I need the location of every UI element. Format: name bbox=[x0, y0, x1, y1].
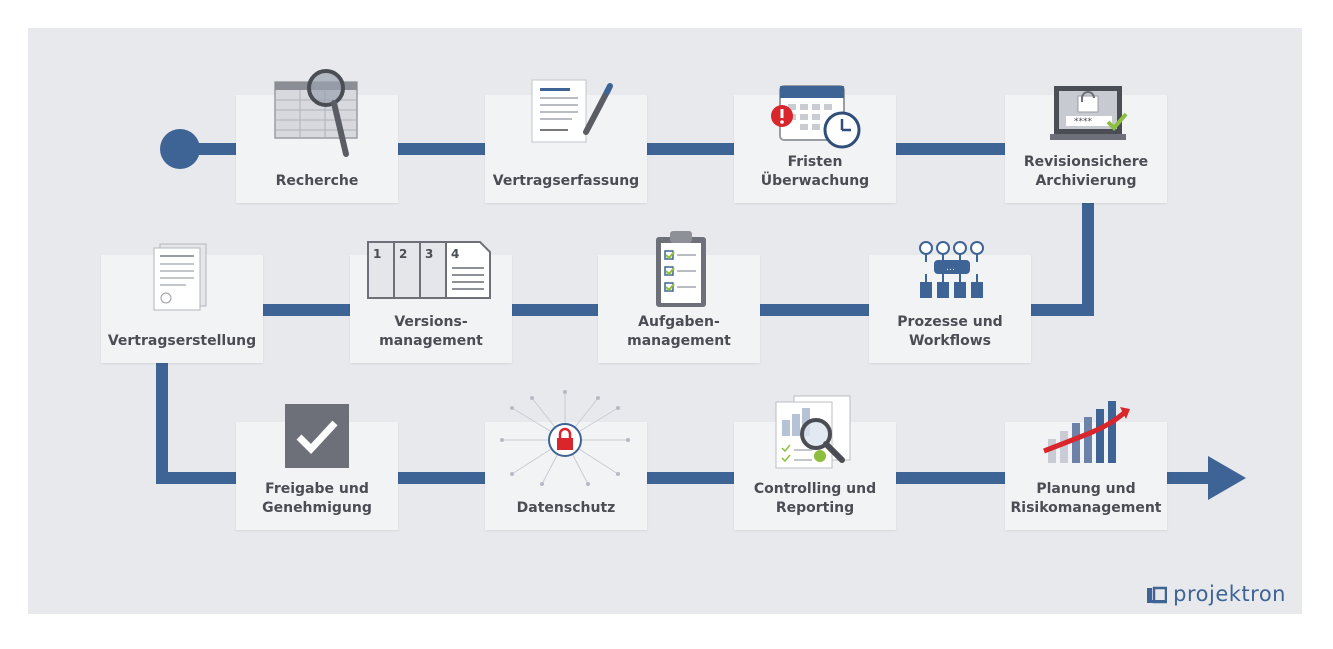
step-label: Datenschutz bbox=[516, 500, 616, 516]
document-pen-icon bbox=[531, 79, 613, 143]
workflow-network-icon: … bbox=[919, 241, 984, 298]
step-label: Prozesse und Workflows bbox=[897, 314, 1003, 349]
projektron-logo-icon bbox=[1147, 586, 1168, 604]
step-label: Aufgaben- management bbox=[627, 314, 731, 349]
step-label: Planung und Risikomanagement bbox=[1010, 481, 1162, 516]
circuit-lock-icon bbox=[500, 390, 630, 486]
svg-text:…: … bbox=[946, 263, 955, 273]
svg-text:3: 3 bbox=[425, 247, 433, 261]
svg-text:1: 1 bbox=[373, 247, 381, 261]
calendar-clock-icon bbox=[771, 85, 861, 149]
step-label: Versions- management bbox=[379, 314, 483, 349]
step-label: Recherche bbox=[275, 173, 359, 189]
step-label: Fristen Überwachung bbox=[760, 154, 870, 189]
svg-text:4: 4 bbox=[451, 247, 459, 261]
step-label: Vertragserfassung bbox=[492, 173, 640, 189]
step-label: Freigabe und Genehmigung bbox=[262, 481, 372, 516]
step-label: Vertragserstellung bbox=[107, 333, 257, 349]
start-dot bbox=[160, 129, 200, 169]
brand-logo: projektron bbox=[1147, 582, 1286, 606]
numbered-documents-icon: 1 2 3 4 bbox=[367, 241, 491, 299]
contract-document-icon bbox=[153, 243, 207, 311]
checkmark-icon bbox=[285, 404, 349, 468]
report-magnifier-icon bbox=[775, 395, 851, 469]
step-label: Revisionsichere Archivierung bbox=[1023, 154, 1149, 189]
step-label: Controlling und Reporting bbox=[753, 481, 877, 516]
brand-name: projektron bbox=[1173, 582, 1286, 606]
svg-text:****: **** bbox=[1074, 117, 1093, 127]
end-arrow-icon bbox=[1208, 456, 1246, 500]
connector-row3 bbox=[156, 472, 1211, 484]
growth-chart-icon bbox=[1043, 401, 1130, 463]
lock-screen-icon: **** bbox=[1050, 86, 1128, 140]
svg-text:2: 2 bbox=[399, 247, 407, 261]
magnifier-table-icon bbox=[274, 69, 358, 157]
clipboard-checklist-icon bbox=[656, 231, 706, 307]
